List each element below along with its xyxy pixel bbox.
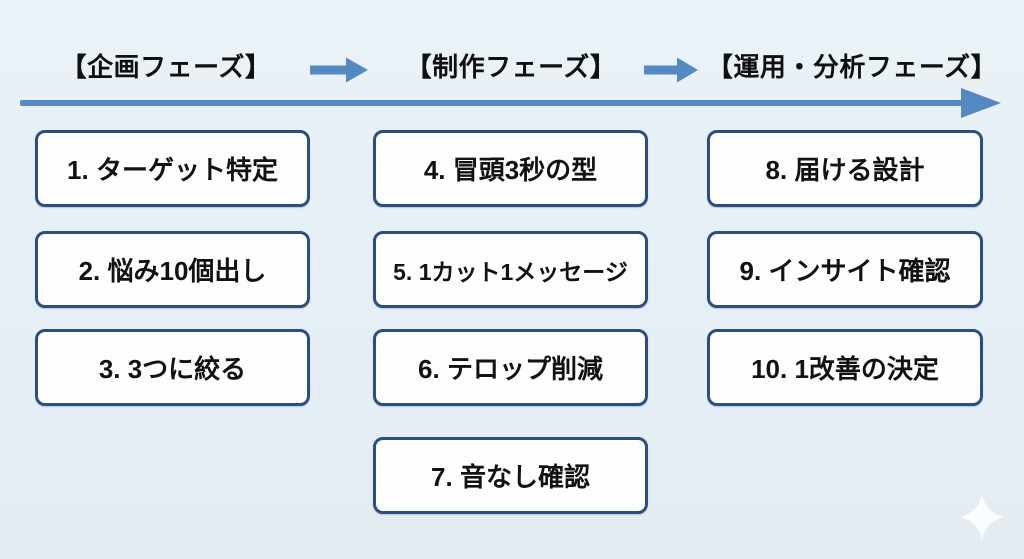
step-box-3: 3. 3つに絞る: [35, 329, 310, 406]
step-box-7: 7. 音なし確認: [373, 437, 648, 514]
long-right-arrow-icon: [20, 88, 1001, 118]
step-box-1: 1. ターゲット特定: [35, 130, 310, 207]
step-box-8: 8. 届ける設計: [707, 130, 983, 207]
step-box-2: 2. 悩み10個出し: [35, 231, 310, 308]
right-arrow-icon: [644, 57, 698, 83]
step-box-5: 5. 1カット1メッセージ: [373, 231, 648, 308]
step-box-10: 10. 1改善の決定: [707, 329, 983, 406]
right-arrow-icon: [310, 57, 368, 83]
phase-title-operation-analysis: 【運用・分析フェーズ】: [706, 52, 998, 82]
step-box-4: 4. 冒頭3秒の型: [373, 130, 648, 207]
step-box-9: 9. インサイト確認: [707, 231, 983, 308]
phase-title-production: 【制作フェーズ】: [405, 52, 617, 82]
phase-title-planning: 【企画フェーズ】: [60, 52, 272, 82]
step-box-6: 6. テロップ削減: [373, 329, 648, 406]
sparkle-icon: [960, 493, 1004, 541]
